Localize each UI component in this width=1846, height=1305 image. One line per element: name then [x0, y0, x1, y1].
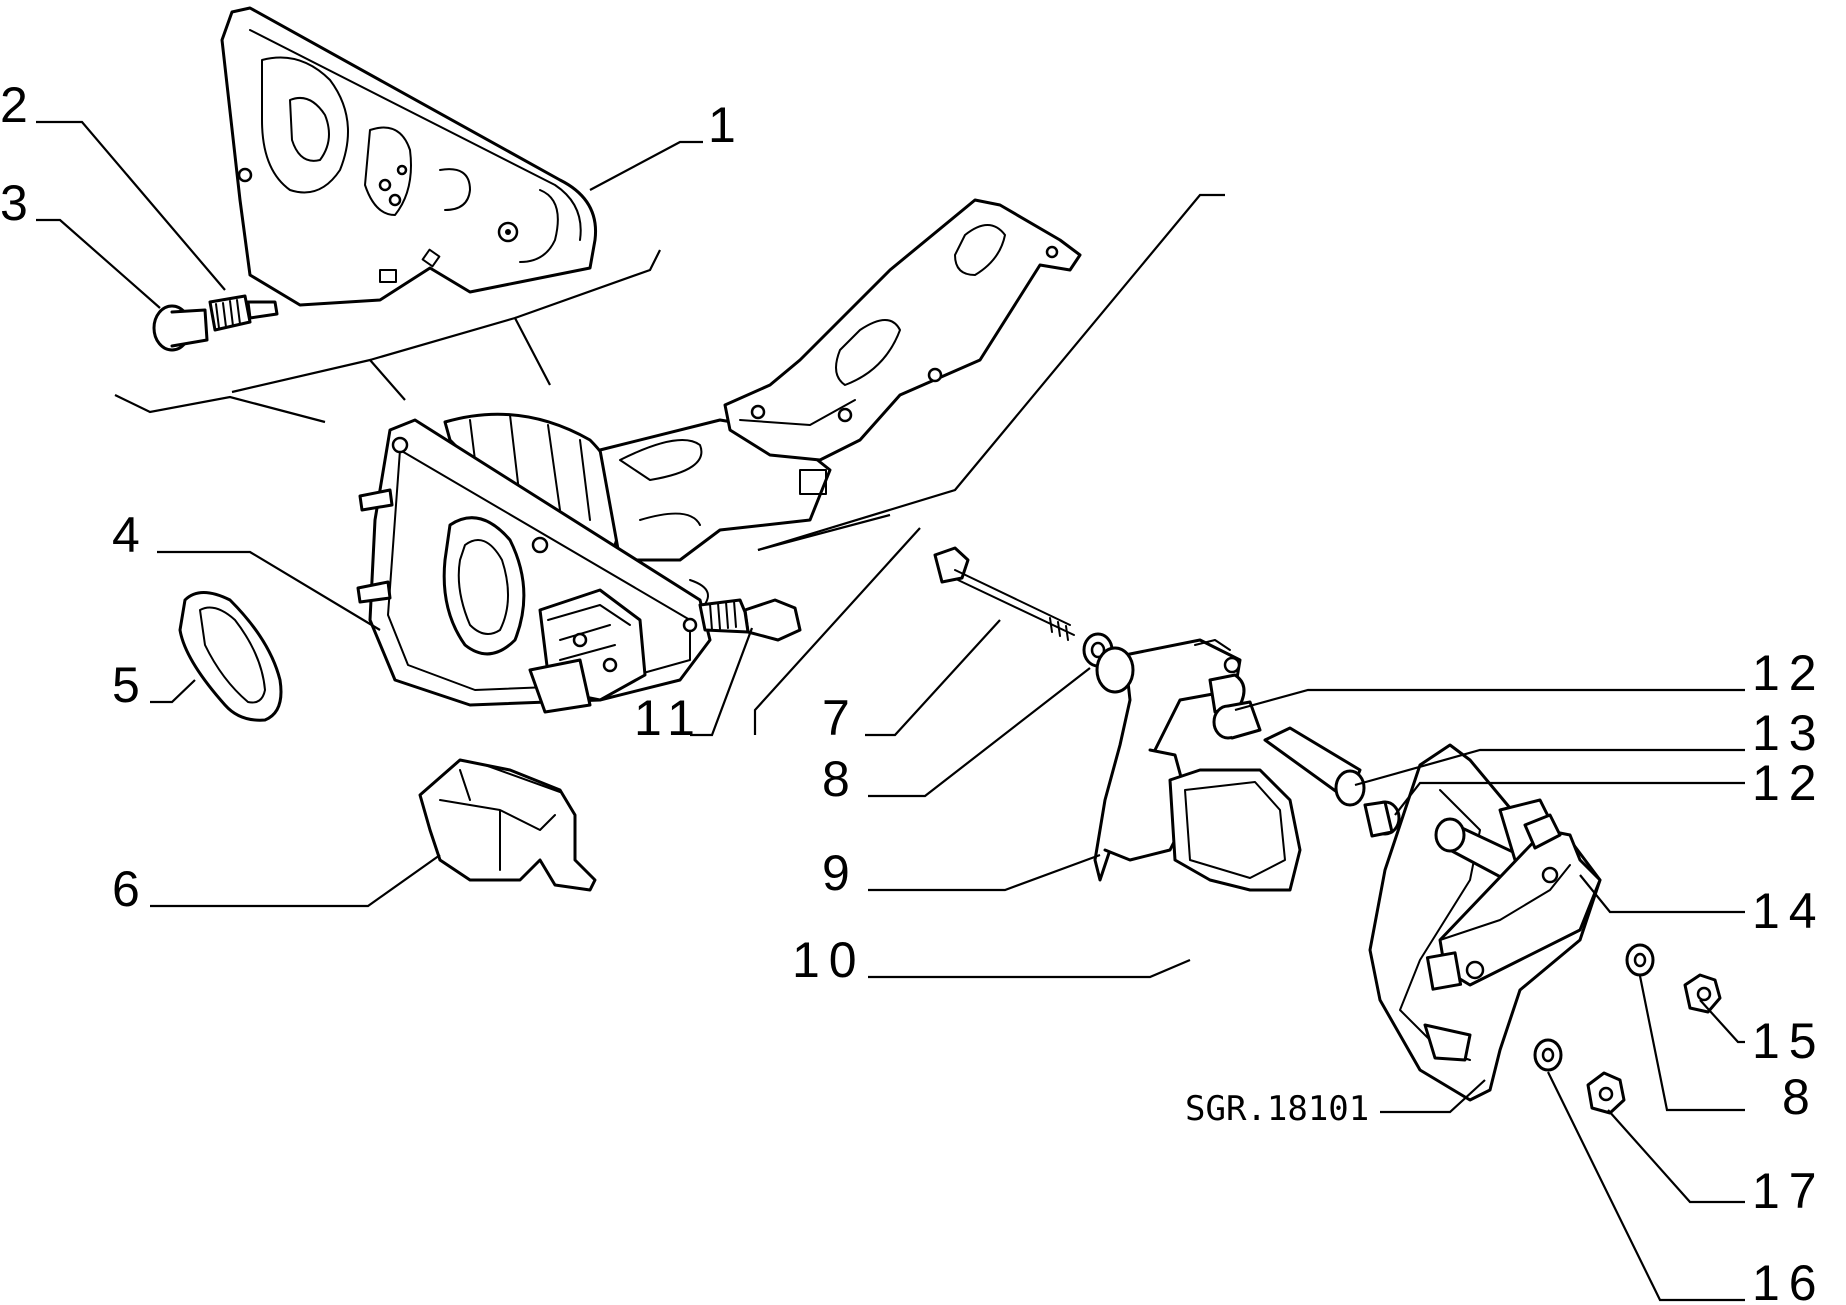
callout-11: 11 [634, 690, 704, 746]
callout-1: 1 [708, 97, 745, 153]
part-6-cover [418, 758, 597, 892]
part-3-cap [152, 304, 209, 352]
callout-2: 2 [0, 77, 37, 133]
assembly-guide-lines [114, 193, 1225, 735]
part-14-pedal-bracket [1368, 743, 1602, 1102]
part-1-mounting-plate [220, 6, 598, 307]
callout-12-lower: 12 [1752, 755, 1826, 811]
part-17-nut [1586, 1071, 1626, 1115]
callout-labels: 1 2 3 4 5 6 11 7 8 9 10 12 13 12 14 15 8… [0, 77, 1826, 1305]
callout-8-lower: 8 [1782, 1069, 1819, 1125]
callout-3: 3 [0, 175, 37, 231]
callout-6: 6 [112, 861, 149, 917]
callout-8-upper: 8 [822, 751, 859, 807]
callout-7: 7 [822, 690, 859, 746]
part-7-long-bolt [933, 546, 1075, 641]
part-16-washer [1533, 1038, 1563, 1072]
callout-17: 17 [1752, 1163, 1826, 1219]
part-12-bushing-upper [1212, 700, 1262, 740]
part-12-bushing-lower [1363, 800, 1401, 838]
callout-12-upper: 12 [1752, 645, 1826, 701]
part-9-pedal-lever [1093, 638, 1246, 882]
callout-5: 5 [112, 657, 149, 713]
callout-4: 4 [112, 507, 149, 563]
drawing-reference: SGR.18101 [1185, 1089, 1369, 1129]
leader-lines [36, 120, 1745, 1302]
callout-15: 15 [1752, 1013, 1826, 1069]
part-13-sleeve [1263, 726, 1366, 807]
part-5-bushing-ring [178, 591, 283, 722]
callout-14: 14 [1752, 883, 1826, 939]
callout-10: 10 [792, 932, 866, 988]
part-10-pedal-pad [1168, 768, 1302, 892]
part-8-washer-lower [1625, 943, 1655, 977]
part-2-screw [208, 294, 279, 332]
callout-9: 9 [822, 845, 859, 901]
part-11-bolt [698, 598, 802, 642]
bracket-support [723, 198, 1082, 462]
callout-16: 16 [1752, 1255, 1826, 1305]
part-15-nut [1683, 973, 1722, 1014]
callout-13: 13 [1752, 705, 1826, 761]
pedal-box-housing [356, 412, 832, 714]
